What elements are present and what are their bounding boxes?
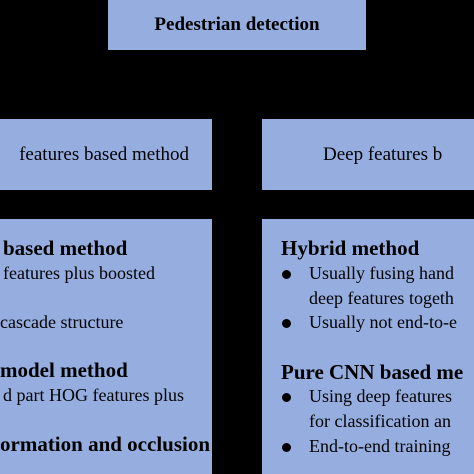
left-section2-line: ormation and occlusion xyxy=(0,432,211,456)
bullet-icon xyxy=(282,319,291,328)
bullet-icon xyxy=(282,270,291,279)
right-section2-bullet: End-to-end training xyxy=(309,436,451,456)
right-content-panel: Hybrid method Usually fusing hand deep f… xyxy=(262,219,474,474)
root-node-label: Pedestrian detection xyxy=(154,14,320,35)
right-section1-bullet: Usually not end-to-e xyxy=(309,312,457,332)
right-section2-bullet: for classification an xyxy=(309,411,451,431)
right-header-node: Deep features b xyxy=(262,119,474,190)
left-header-node: features based method xyxy=(0,119,212,190)
right-section2-heading: Pure CNN based me xyxy=(281,360,464,384)
right-section1-heading: Hybrid method xyxy=(281,236,420,260)
bullet-icon xyxy=(282,393,291,402)
root-node: Pedestrian detection xyxy=(108,0,366,50)
right-section1-bullet: deep features togeth xyxy=(309,288,454,308)
left-section2-line: d part HOG features plus xyxy=(3,385,184,405)
left-content-panel: based method features plus boosted casca… xyxy=(0,219,212,474)
right-section1-bullet: Usually fusing hand xyxy=(309,263,454,283)
left-header-label: features based method xyxy=(19,144,189,165)
left-section1-heading: based method xyxy=(3,236,128,260)
left-section2-heading: model method xyxy=(0,358,128,382)
right-section2-bullet: Using deep features xyxy=(309,386,452,406)
bullet-icon xyxy=(282,443,291,452)
left-section1-line: features plus boosted xyxy=(3,263,155,283)
right-header-label: Deep features b xyxy=(323,144,443,165)
left-section1-line: cascade structure xyxy=(0,312,124,332)
